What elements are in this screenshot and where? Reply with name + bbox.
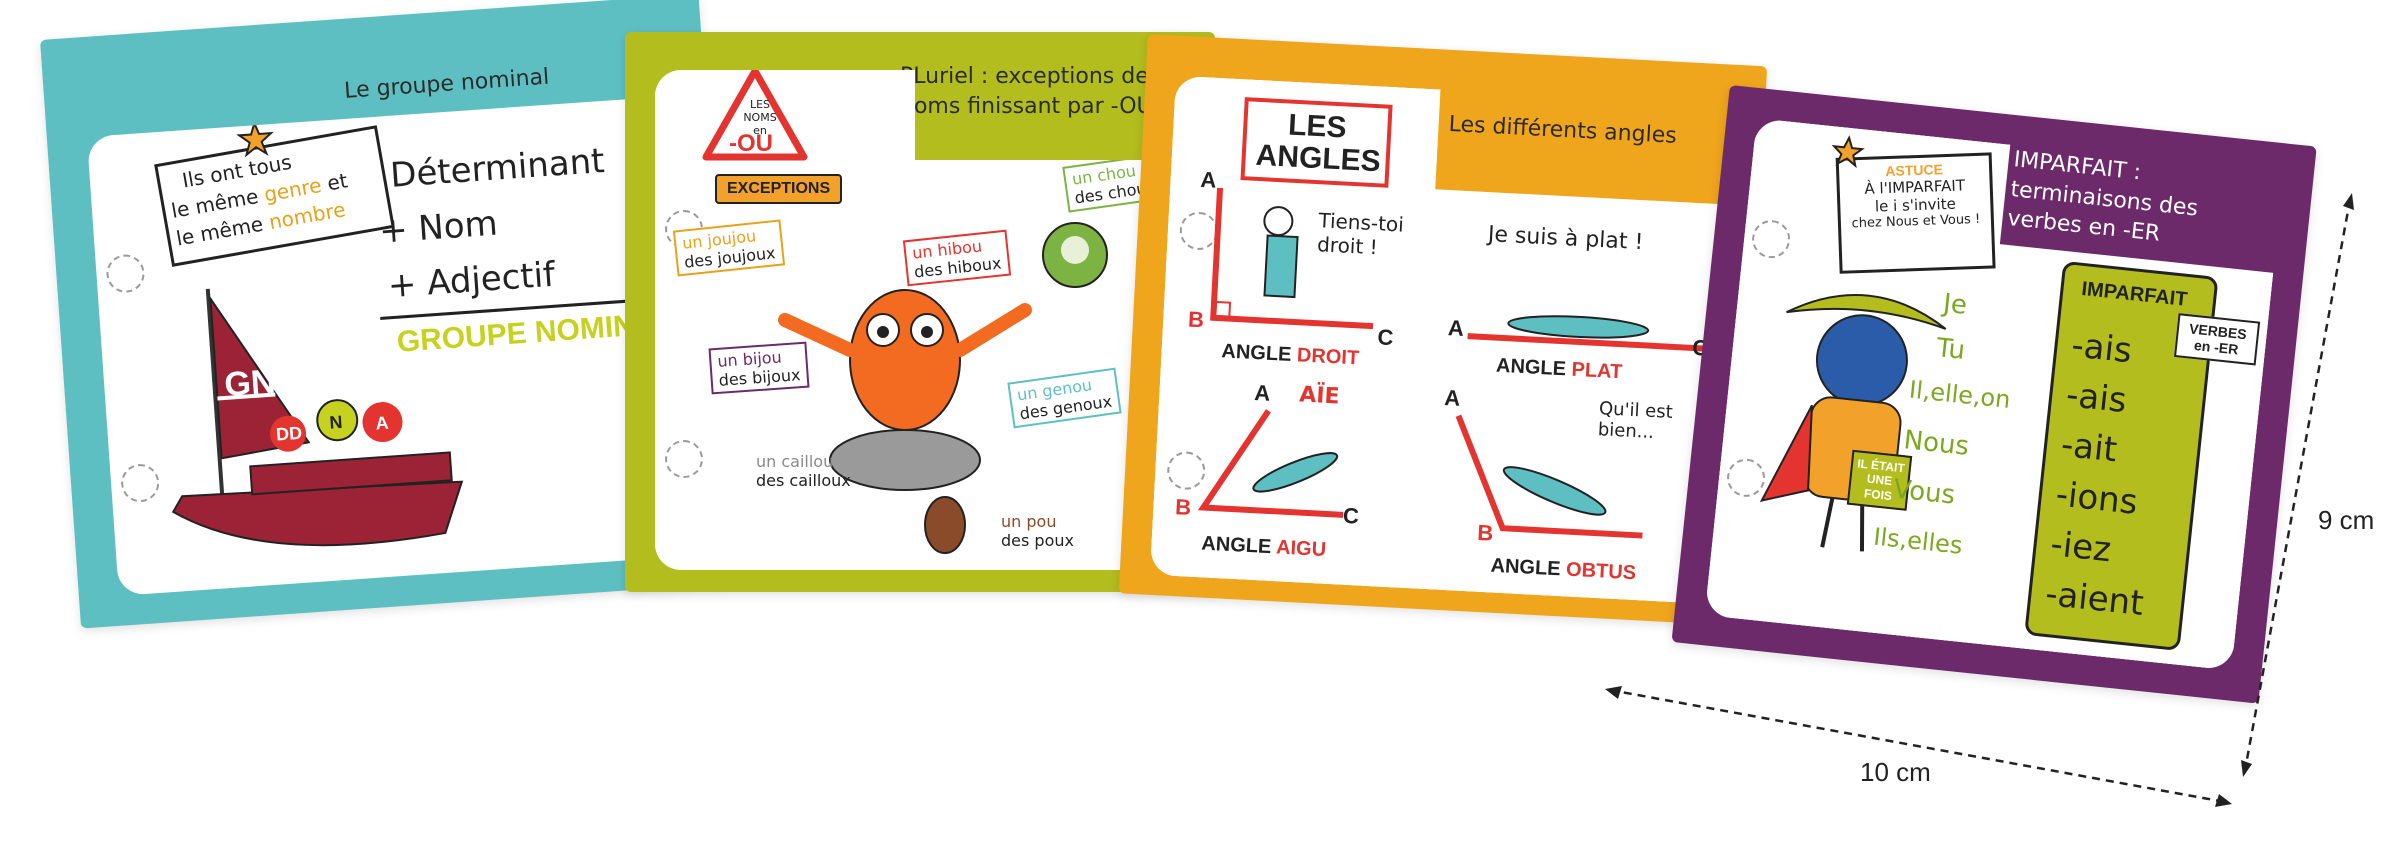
card1-panel: Ils ont tous le même genre et le même no… — [86, 95, 708, 596]
angle-aigu-diagram — [1182, 397, 1389, 537]
warning-sign-icon — [702, 70, 808, 161]
caillou-singular: un caillou — [756, 452, 834, 471]
card-groupe-nominal: Le groupe nominal Ils ont tous le même g… — [40, 0, 740, 629]
angle-droit-diagram — [1193, 177, 1401, 337]
pou-plural: des poux — [1001, 531, 1074, 550]
card2-hole-bottom — [665, 440, 703, 478]
width-dimension-label: 10 cm — [1860, 757, 1931, 787]
angle-plat-diagram — [1457, 276, 1721, 369]
sign-small-text: LES NOMS en — [743, 98, 777, 137]
card3-panel: LES ANGLES A B C ANGLE DROIT Tiens-toi d… — [1150, 76, 1735, 605]
star-icon — [1830, 134, 1865, 169]
height-dimension-label: 9 cm — [2318, 505, 2375, 535]
pou-singular: un pou — [1001, 512, 1057, 531]
card-pluriel-ou: PLuriel : exceptions des noms finissant … — [625, 32, 1215, 592]
louse-icon — [924, 496, 966, 554]
star-icon — [236, 120, 274, 158]
tag-caillou: un caillou des cailloux — [750, 450, 857, 492]
card-imparfait: IMPARFAIT : terminaisons des verbes en -… — [1671, 85, 2317, 704]
caillou-plural: des cailloux — [756, 471, 851, 490]
exceptions-ribbon: EXCEPTIONS — [715, 174, 843, 204]
card2-tab-title: PLuriel : exceptions des noms finissant … — [900, 64, 1161, 119]
sign-big-text: -OU — [729, 130, 773, 157]
card4-panel: ASTUCE À l'IMPARFAIT le i s'invite chez … — [1704, 118, 2283, 671]
boat-illustration — [171, 288, 464, 547]
cabbage-icon — [1042, 222, 1108, 288]
tag-pou: un pou des poux — [995, 510, 1080, 552]
angle-obtus-diagram — [1442, 405, 1669, 556]
card-angles: Les différents angles LES ANGLES A B C A… — [1118, 34, 1768, 626]
owl-illustration — [778, 289, 1032, 491]
